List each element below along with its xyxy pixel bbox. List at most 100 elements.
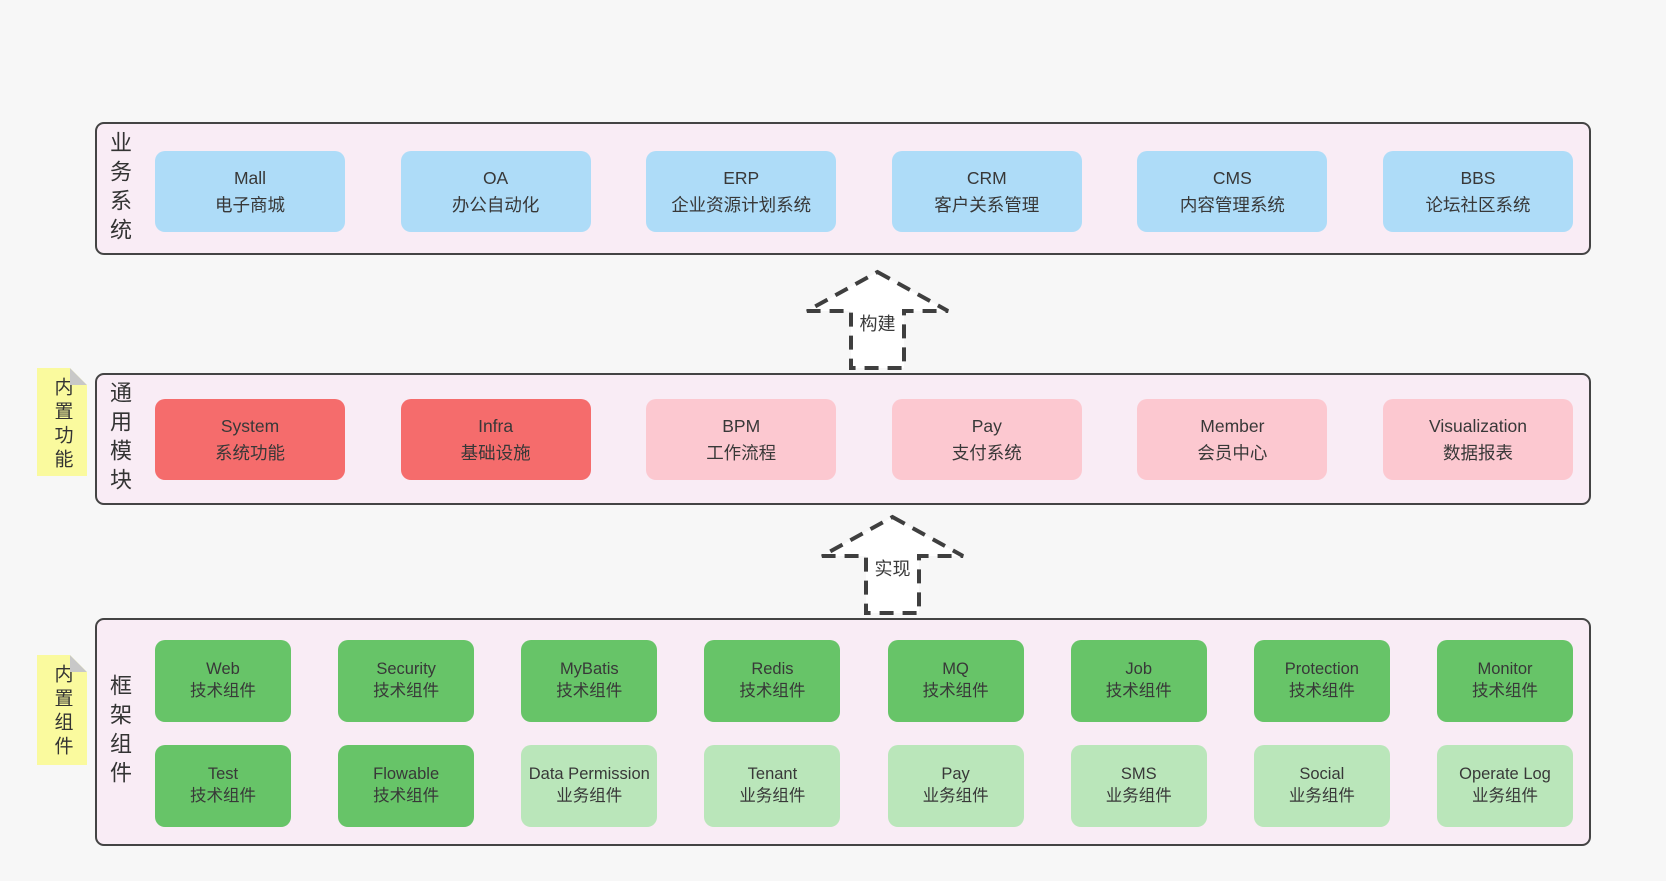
box-subtitle: 业务组件 (1288, 787, 1355, 805)
sticky-built-in-components: 内置组件 (37, 655, 87, 765)
box-pay-biz: Pay 业务组件 (887, 745, 1024, 827)
box-title: Data Permission (528, 765, 650, 784)
box-title: MQ (942, 660, 969, 679)
box-subtitle: 客户关系管理 (934, 194, 1040, 215)
box-web: Web 技术组件 (155, 640, 291, 722)
band-business-systems: 业务系统 Mall 电子商城 OA 办公自动化 ERP 企业资源计划系统 CRM… (95, 122, 1591, 255)
box-mybatis: MyBatis 技术组件 (521, 640, 658, 722)
box-title: Protection (1284, 660, 1359, 679)
box-social: Social 业务组件 (1253, 745, 1390, 827)
box-subtitle: 工作流程 (706, 442, 777, 463)
box-title: Social (1299, 765, 1345, 784)
box-operate-log: Operate Log 业务组件 (1436, 745, 1573, 827)
box-title: Operate Log (1459, 765, 1551, 784)
box-protection: Protection 技术组件 (1253, 640, 1390, 722)
box-subtitle: 支付系统 (951, 442, 1022, 463)
box-subtitle: 业务组件 (739, 787, 806, 805)
box-data-permission: Data Permission 业务组件 (521, 745, 658, 827)
band-framework-components: 框架组件 Web 技术组件 Security 技术组件 MyBatis 技术组件… (95, 618, 1591, 846)
box-system: System 系统功能 (155, 399, 345, 480)
sticky-built-in-features: 内置功能 (37, 368, 87, 476)
box-subtitle: 技术组件 (190, 787, 256, 805)
box-sms: SMS 业务组件 (1070, 745, 1207, 827)
box-title: CRM (966, 168, 1007, 189)
box-subtitle: 论坛社区系统 (1425, 194, 1531, 215)
box-title: Mall (233, 168, 267, 189)
box-subtitle: 系统功能 (215, 442, 285, 463)
box-subtitle: 业务组件 (556, 787, 623, 805)
box-title: CMS (1212, 168, 1252, 189)
box-subtitle: 内容管理系统 (1179, 194, 1285, 215)
box-subtitle: 技术组件 (739, 682, 806, 700)
box-visualization: Visualization 数据报表 (1382, 399, 1573, 480)
box-title: Pay (941, 765, 970, 784)
box-title: Tenant (747, 765, 798, 784)
folded-corner-icon (70, 368, 87, 385)
box-title: Job (1125, 660, 1152, 679)
box-security: Security 技术组件 (338, 640, 475, 722)
sticky-label: 内置组件 (51, 664, 73, 760)
box-infra: Infra 基础设施 (400, 399, 591, 480)
box-redis: Redis 技术组件 (704, 640, 841, 722)
box-mall: Mall 电子商城 (155, 151, 345, 232)
box-subtitle: 技术组件 (1471, 682, 1538, 700)
box-title: Visualization (1429, 416, 1527, 437)
box-test: Test 技术组件 (155, 745, 291, 827)
band-common-modules-label: 通用模块 (107, 381, 132, 497)
box-subtitle: 技术组件 (190, 682, 256, 700)
box-pay: Pay 支付系统 (891, 399, 1082, 480)
band-framework-components-label: 框架组件 (107, 674, 132, 790)
box-flowable: Flowable 技术组件 (338, 745, 475, 827)
band-business-systems-label: 业务系统 (107, 130, 132, 247)
box-title: Infra (478, 416, 514, 437)
box-subtitle: 数据报表 (1442, 442, 1513, 463)
box-title: Pay (971, 416, 1002, 437)
box-subtitle: 会员中心 (1197, 442, 1268, 463)
implement-arrow: 实现 (820, 514, 965, 615)
box-title: Redis (751, 660, 794, 679)
build-arrow-label: 构建 (856, 309, 899, 337)
framework-components-row-2: Test 技术组件 Flowable 技术组件 Data Permission … (155, 745, 1573, 827)
box-title: ERP (723, 168, 760, 189)
box-member: Member 会员中心 (1137, 399, 1328, 480)
box-title: BBS (1460, 168, 1496, 189)
box-subtitle: 技术组件 (373, 682, 440, 700)
box-monitor: Monitor 技术组件 (1436, 640, 1573, 722)
box-subtitle: 技术组件 (556, 682, 623, 700)
box-title: Web (206, 660, 240, 679)
box-title: System (220, 416, 280, 437)
box-subtitle: 技术组件 (373, 787, 440, 805)
box-subtitle: 技术组件 (1105, 682, 1172, 700)
framework-components-row-1: Web 技术组件 Security 技术组件 MyBatis 技术组件 Redi… (155, 640, 1573, 722)
box-title: Security (376, 660, 436, 679)
box-subtitle: 业务组件 (1105, 787, 1172, 805)
box-title: OA (482, 168, 509, 189)
box-subtitle: 基础设施 (460, 442, 531, 463)
box-title: SMS (1120, 765, 1157, 784)
implement-arrow-label: 实现 (871, 554, 914, 582)
sticky-label: 内置功能 (51, 377, 73, 473)
common-modules-row: System 系统功能 Infra 基础设施 BPM 工作流程 Pay 支付系统… (155, 399, 1573, 480)
box-title: Monitor (1477, 660, 1533, 679)
band-common-modules: 通用模块 System 系统功能 Infra 基础设施 BPM 工作流程 Pay… (95, 373, 1591, 505)
box-subtitle: 技术组件 (1288, 682, 1355, 700)
business-systems-row: Mall 电子商城 OA 办公自动化 ERP 企业资源计划系统 CRM 客户关系… (155, 151, 1573, 232)
box-mq: MQ 技术组件 (887, 640, 1024, 722)
box-subtitle: 电子商城 (215, 194, 285, 215)
box-bbs: BBS 论坛社区系统 (1382, 151, 1573, 232)
box-subtitle: 企业资源计划系统 (671, 194, 812, 215)
box-title: Flowable (373, 765, 440, 784)
folded-corner-icon (70, 655, 87, 672)
box-subtitle: 办公自动化 (451, 194, 540, 215)
box-title: Member (1200, 416, 1265, 437)
box-bpm: BPM 工作流程 (646, 399, 837, 480)
box-job: Job 技术组件 (1070, 640, 1207, 722)
box-title: MyBatis (559, 660, 619, 679)
box-cms: CMS 内容管理系统 (1137, 151, 1328, 232)
box-title: BPM (722, 416, 761, 437)
box-oa: OA 办公自动化 (400, 151, 591, 232)
build-arrow: 构建 (805, 269, 950, 370)
box-subtitle: 业务组件 (1471, 787, 1538, 805)
box-tenant: Tenant 业务组件 (704, 745, 841, 827)
